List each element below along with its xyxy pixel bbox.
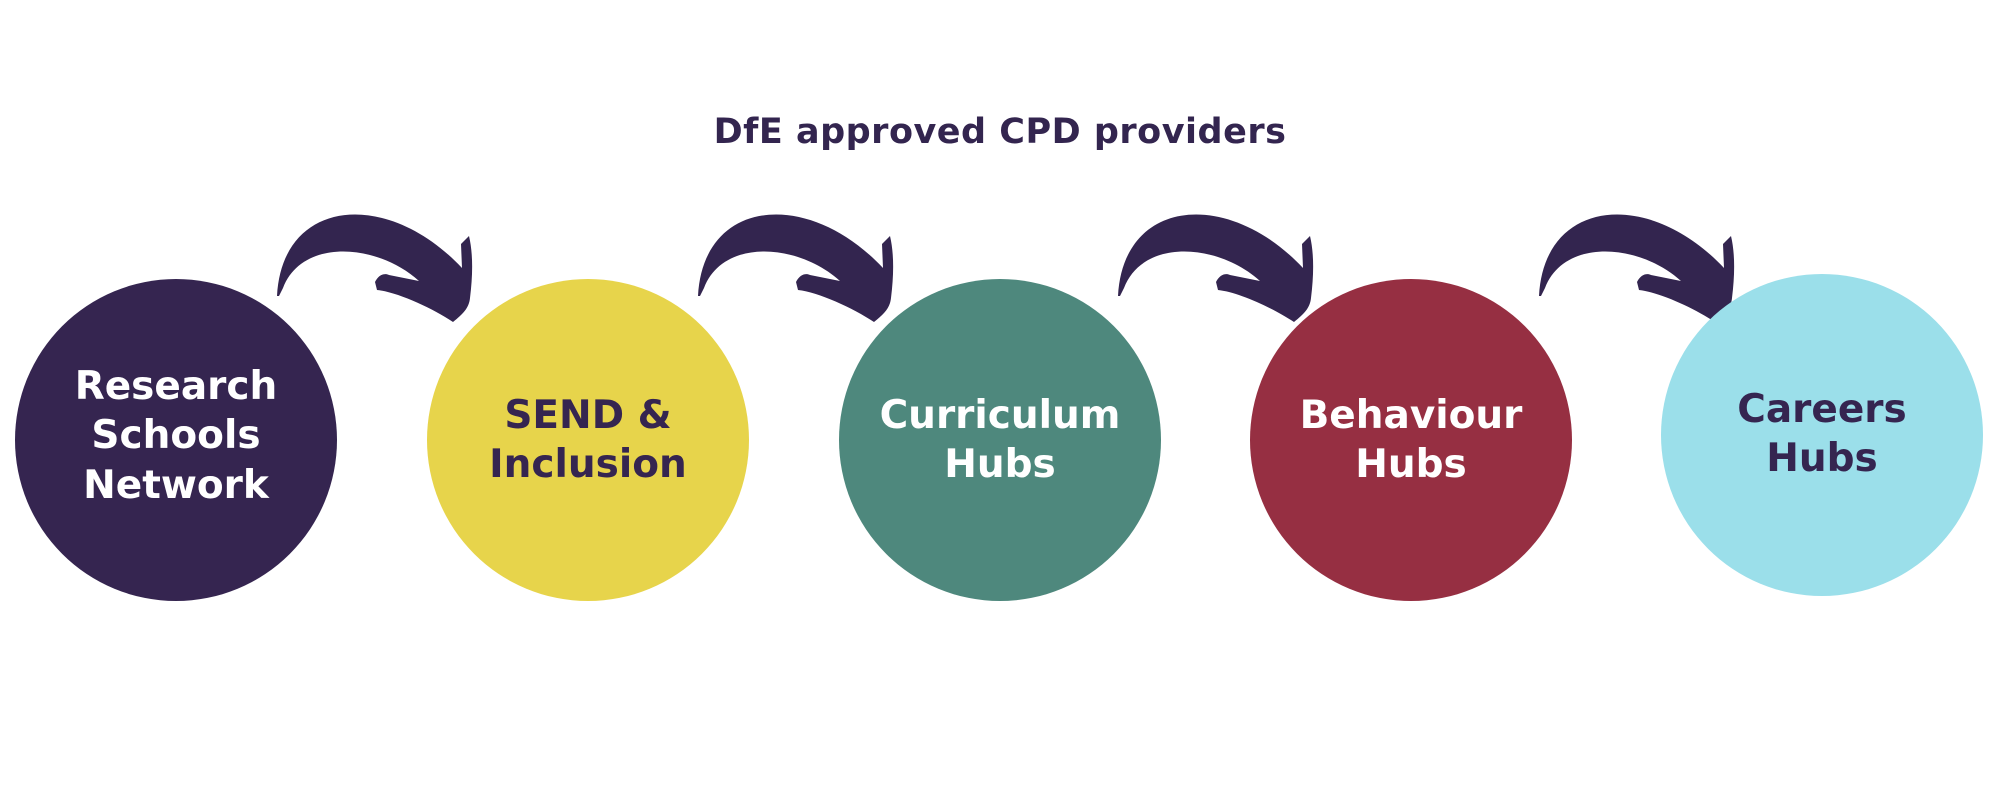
node-curriculum-hubs: Curriculum Hubs — [839, 279, 1161, 601]
node-behaviour-hubs: Behaviour Hubs — [1250, 279, 1572, 601]
node-research-schools-network: Research Schools Network — [15, 279, 337, 601]
node-label: Careers Hubs — [1737, 386, 1907, 481]
diagram-title: DfE approved CPD providers — [713, 112, 1287, 152]
arrow-send-to-curriculum — [698, 214, 894, 322]
arrow-behaviour-to-careers — [1539, 214, 1735, 322]
arrow-curriculum-to-behaviour — [1118, 214, 1314, 322]
node-label: SEND & Inclusion — [489, 392, 687, 487]
node-label: Research Schools Network — [74, 364, 278, 508]
node-careers-hubs: Careers Hubs — [1661, 274, 1983, 596]
node-label: Curriculum Hubs — [879, 392, 1121, 487]
node-label: Behaviour Hubs — [1299, 392, 1523, 487]
arrow-research-to-send — [277, 214, 473, 322]
node-send-inclusion: SEND & Inclusion — [427, 279, 749, 601]
